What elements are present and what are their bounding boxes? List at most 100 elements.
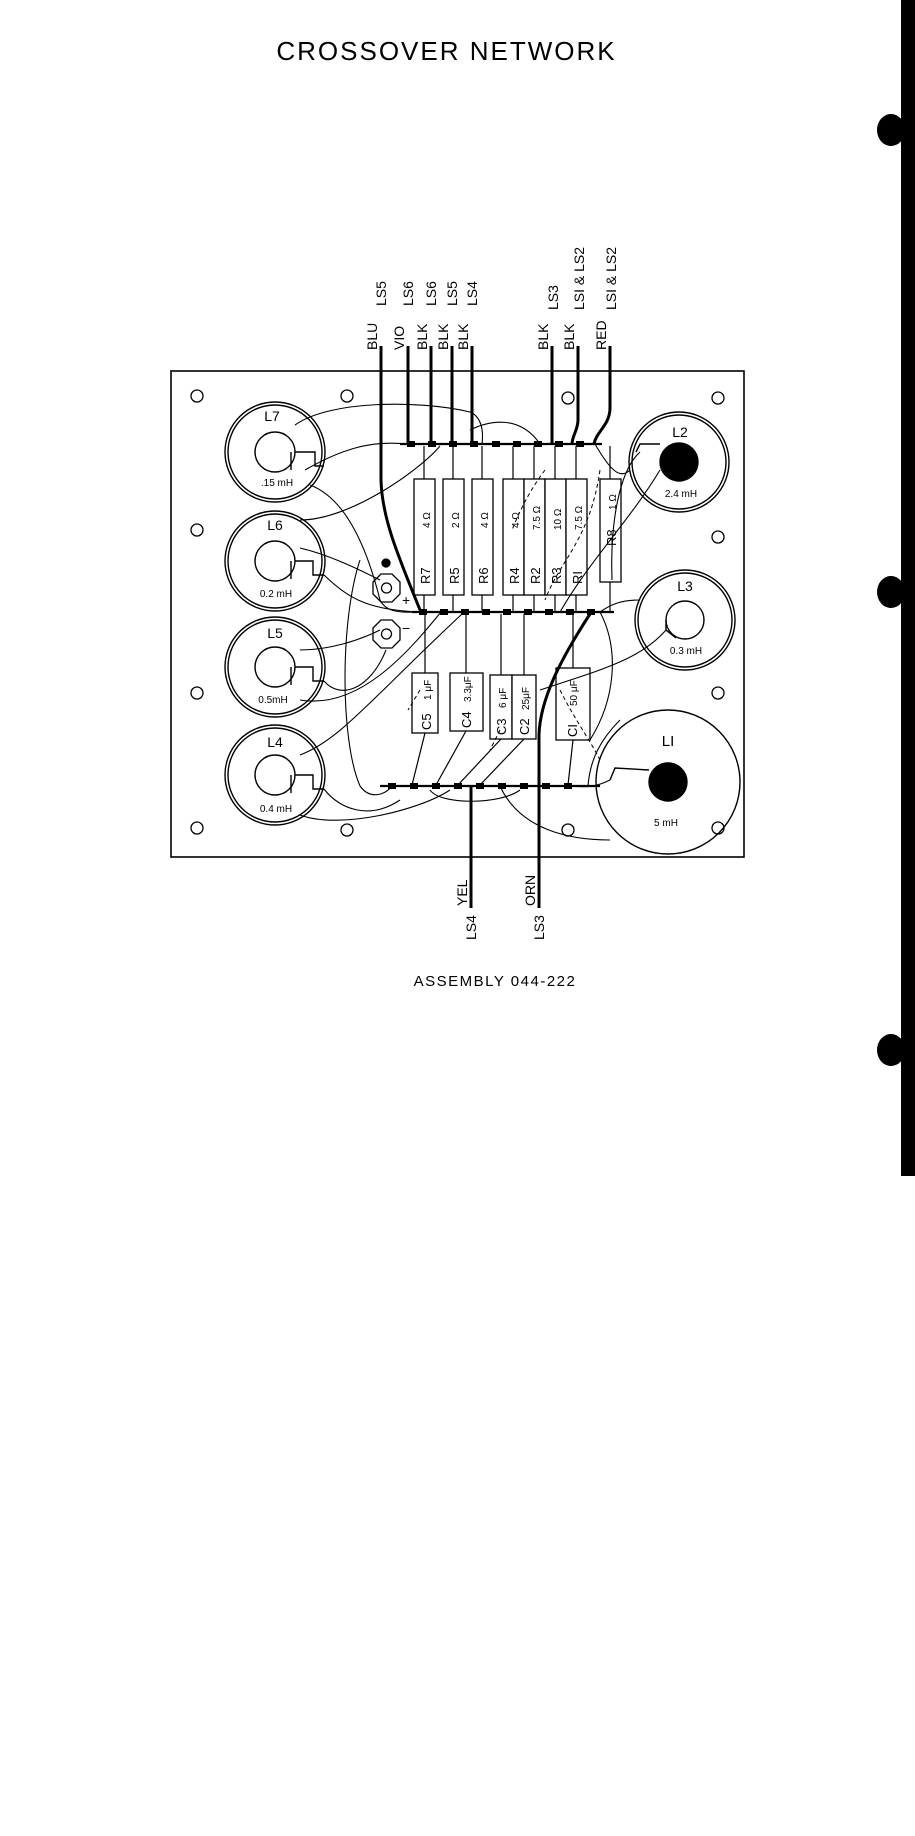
inductor-l3 [634,569,736,671]
capacitor-value-ci: 50 μF [569,680,580,706]
capacitor-value-c4: 3.3μF [463,676,474,702]
inductor-label-l4: L4 [267,734,283,750]
capacitor-c2-body [511,674,537,740]
inductor-l4 [224,724,326,826]
inductor-value-l6: 0.2 mH [260,589,292,600]
inductor-value-l3: 0.3 mH [670,646,702,657]
internal-wiring [294,403,667,841]
binder-hole [877,114,905,146]
inductor-l7 [224,401,326,503]
mounting-hole [711,391,725,405]
top-lead-speaker-5: LS3 [545,285,561,310]
resistor-value-r6: 4 Ω [480,512,491,528]
inductor-label-l7: L7 [264,408,280,424]
inductor-value-l4: 0.4 mH [260,804,292,815]
inductor-label-l2: L2 [672,424,688,440]
capacitor-label-ci: CI [565,724,580,737]
mounting-hole [711,686,725,700]
bottom-lead-speaker-1: LS3 [531,915,547,940]
top-lead-color-6: BLK [561,323,577,350]
resistor-bodies [413,478,622,596]
circuit-board [170,370,745,858]
resistor-label-r6: R6 [476,567,491,584]
terminal-minus [372,619,401,649]
mounting-holes [190,389,725,837]
inductor-value-l2: 2.4 mH [665,489,697,500]
inductor-labels: L7 .15 mH L6 0.2 mH L5 0.5mH L4 0.4 mH L… [258,408,702,829]
mounting-hole [711,821,725,835]
bottom-lead-speaker-0: LS4 [463,915,479,940]
top-lead-labels: BLU LS5 VIO LS6 BLK LS6 BLK LS5 BLK LS4 … [364,247,619,350]
top-lead-speaker-7: LSI & LS2 [603,247,619,310]
top-lead-speaker-1: LS6 [400,281,416,306]
lead-orn [537,613,592,908]
capacitor-ci-body [555,667,591,741]
inductor-value-l5: 0.5mH [258,695,287,706]
inductor-value-l7: .15 mH [261,478,293,489]
resistor-labels: R7 4 Ω R5 2 Ω R6 4 Ω R4 4 Ω R2 7.5 Ω R3 … [418,494,619,584]
inductor-label-l1: LI [662,733,675,750]
dashed-wiring [407,469,601,761]
top-lead-color-2: BLK [414,323,430,350]
inductor-l6 [224,510,326,612]
capacitor-value-c3: 6 μF [498,688,509,708]
inductor-l5 [224,616,326,718]
lead-red [592,346,612,445]
top-lead-color-7: RED [593,320,609,350]
mounting-hole [190,389,204,403]
resistor-label-ri: RI [570,571,585,584]
binder-edge [901,0,915,1176]
lead-blk-lsi-ls2 [570,346,580,445]
mounting-hole [190,821,204,835]
inductor-l1 [595,709,741,855]
terminal-plus [372,573,401,603]
capacitor-c4-body [449,672,484,732]
capacitor-value-c2: 25μF [521,687,532,710]
resistor-value-r8: 1 Ω [608,494,619,510]
capacitor-value-c5: 1 μF [423,680,434,700]
top-lead-color-0: BLU [364,323,380,350]
resistor-value-ri: 7.5 Ω [574,505,585,530]
mounting-hole [561,391,575,405]
capacitor-label-c3: C3 [494,718,509,735]
assembly-caption: ASSEMBLY 044-222 [413,973,577,990]
resistor-value-r3: 10 Ω [553,508,564,530]
top-lead-speaker-3: LS5 [444,281,460,306]
resistor-label-r5: R5 [447,567,462,584]
top-lead-speaker-4: LS4 [464,281,480,306]
top-lead-speaker-2: LS6 [423,281,439,306]
input-terminals [372,558,401,649]
capacitor-labels: C5 1 μF C4 3.3μF C3 6 μF C2 25μF CI 50 μ… [419,676,580,737]
top-lead-color-4: BLK [455,323,471,350]
resistor-value-r5: 2 Ω [451,512,462,528]
resistor-value-r2: 7.5 Ω [532,505,543,530]
capacitor-label-c4: C4 [459,711,474,728]
capacitor-label-c2: C2 [517,718,532,735]
inductor-l2 [628,411,730,513]
capacitor-label-c5: C5 [419,713,434,730]
top-lead-speaker-6: LSI & LS2 [571,247,587,310]
mounting-hole [711,530,725,544]
inductor-value-l1: 5 mH [654,818,678,829]
resistor-label-r4: R4 [507,567,522,584]
binder-hole [877,576,905,608]
binder-hole [877,1034,905,1066]
external-leads [379,346,612,908]
mounting-hole [340,389,354,403]
terminal-minus-label: − [402,620,410,636]
inductor-label-l5: L5 [267,625,283,641]
resistor-label-r2: R2 [528,567,543,584]
mounting-hole [340,823,354,837]
top-lead-color-5: BLK [535,323,551,350]
top-lead-color-3: BLK [435,323,451,350]
bottom-lead-color-1: ORN [522,875,538,906]
lead-blu [379,346,422,611]
inductor-label-l3: L3 [677,578,693,594]
resistor-value-r7: 4 Ω [422,512,433,528]
bottom-lead-labels: YEL LS4 ORN LS3 [454,875,547,940]
inductor-label-l6: L6 [267,517,283,533]
mounting-hole [190,523,204,537]
mounting-hole [190,686,204,700]
page-title: CROSSOVER NETWORK [276,36,617,66]
